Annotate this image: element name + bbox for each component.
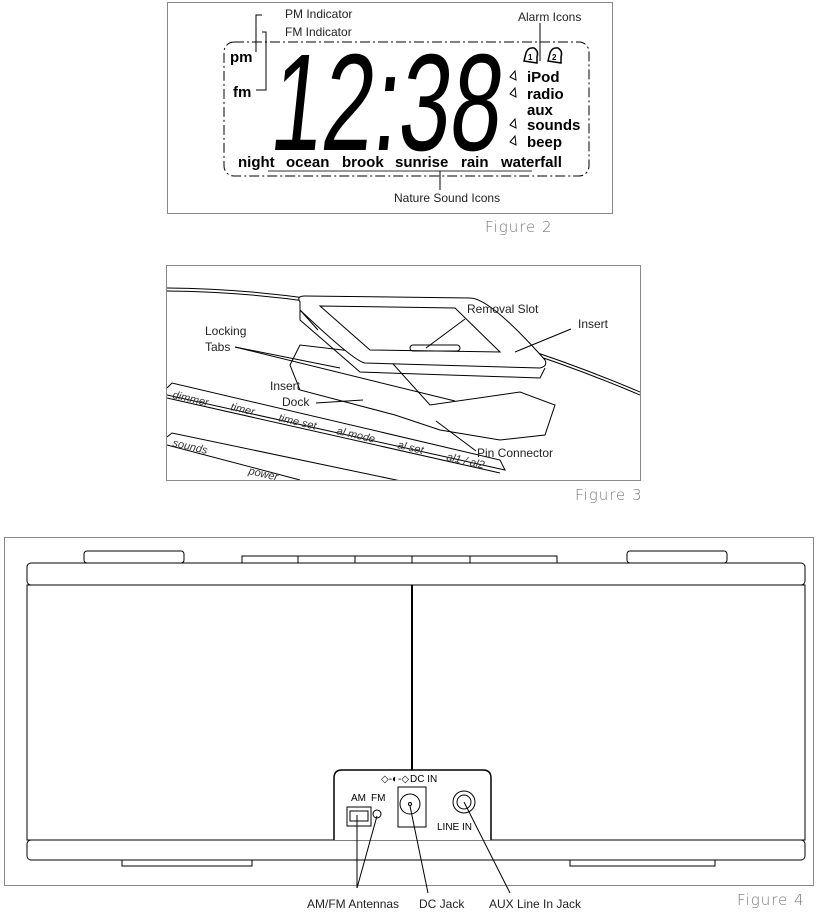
am-label: AM: [351, 793, 366, 804]
nature-brook: brook: [342, 154, 384, 171]
source-bell-icon: [509, 117, 517, 129]
fm-label: FM: [371, 793, 385, 804]
locking-tabs-label-2: Tabs: [205, 340, 230, 354]
source-bell-icon: [509, 86, 517, 98]
source-radio: radio: [527, 86, 564, 103]
source-aux: aux: [527, 102, 554, 119]
pm-indicator: pm: [230, 49, 253, 66]
line-in-jack: [452, 790, 476, 814]
lcd-outline: [223, 41, 590, 177]
nature-sound-icons-label: Nature Sound Icons: [394, 191, 500, 205]
nature-sunrise: sunrise: [395, 154, 448, 171]
figure-2-caption: Figure 2: [485, 218, 553, 236]
nature-night: night: [238, 154, 275, 171]
insert-dock-label-2: Dock: [282, 395, 310, 409]
pin-connector-label: Pin Connector: [477, 446, 553, 460]
dc-jack: [397, 786, 427, 828]
insert-opening: [318, 305, 502, 353]
button-power: power: [246, 465, 280, 484]
insert-dock-label-1: Insert: [270, 379, 301, 393]
button-sounds: sounds: [171, 437, 209, 457]
button-timer: timer: [229, 401, 257, 418]
fm-indicator-label: FM Indicator: [285, 25, 352, 39]
fm-indicator: fm: [233, 84, 251, 101]
pm-callout-line: [255, 14, 262, 52]
button-dimmer: dimmer: [171, 389, 211, 409]
figure-2: PM Indicator FM Indicator Alarm Icons Na…: [167, 2, 613, 236]
source-sounds: sounds: [527, 117, 580, 134]
top-button: [83, 550, 185, 564]
button-al-set: al set: [396, 439, 425, 457]
removal-slot: [409, 344, 461, 352]
figure-3-caption: Figure 3: [575, 486, 643, 504]
alarm-2-number: 2: [552, 53, 557, 62]
figure-4-caption: Figure 4: [737, 891, 805, 909]
source-list: iPod radio aux sounds beep: [509, 69, 580, 151]
source-beep: beep: [527, 134, 562, 151]
source-ipod: iPod: [527, 69, 560, 86]
dc-polarity-icon: ◇-◐-◇: [381, 774, 409, 785]
unit-top-bar: [26, 562, 806, 586]
dc-jack-label: DC Jack: [419, 897, 465, 911]
nature-ocean: ocean: [286, 154, 329, 171]
nature-sound-list: night ocean brook sunrise rain waterfall: [238, 154, 562, 171]
unit-bottom-bar: [26, 839, 806, 861]
pm-indicator-label: PM Indicator: [285, 7, 352, 21]
nature-waterfall: waterfall: [500, 154, 562, 171]
button-time-set: time set: [277, 412, 318, 433]
figure-4: ◇-◐-◇ DC IN AM FM LINE IN AM/FM Antennas…: [4, 537, 814, 911]
insert: [298, 295, 547, 369]
source-bell-icon: [509, 69, 517, 81]
alarm-icons-label: Alarm Icons: [518, 10, 581, 24]
alarm-1-number: 1: [528, 53, 533, 62]
connector-panel: [333, 769, 492, 840]
alarm-2-icon: 2: [547, 47, 563, 64]
figure-3-frame: [166, 265, 641, 481]
nature-rain: rain: [461, 154, 489, 171]
figure-4-frame: [4, 537, 814, 886]
fm-callout-line: [256, 31, 267, 91]
aux-jack-label: AUX Line In Jack: [489, 897, 582, 911]
insert-label: Insert: [578, 317, 609, 331]
figure-3: dimmer timer time set al mode al set al1…: [166, 265, 643, 504]
source-bell-icon: [509, 134, 517, 146]
time-display: 12:38: [265, 25, 511, 180]
foot: [569, 859, 716, 867]
button-al-mode: al mode: [335, 425, 376, 445]
removal-slot-label: Removal Slot: [467, 302, 539, 316]
top-button-strip: [241, 555, 558, 564]
figure-2-frame: [167, 2, 613, 214]
alarm-1-icon: 1: [523, 47, 539, 64]
line-in-label: LINE IN: [437, 822, 472, 833]
foot: [121, 859, 253, 867]
dc-in-label: DC IN: [410, 774, 437, 785]
top-button: [626, 550, 728, 564]
fm-antenna-connector: [372, 809, 382, 819]
am-antenna-connector: [346, 806, 372, 827]
locking-tabs-label-1: Locking: [205, 324, 246, 338]
antennas-label: AM/FM Antennas: [307, 897, 399, 911]
